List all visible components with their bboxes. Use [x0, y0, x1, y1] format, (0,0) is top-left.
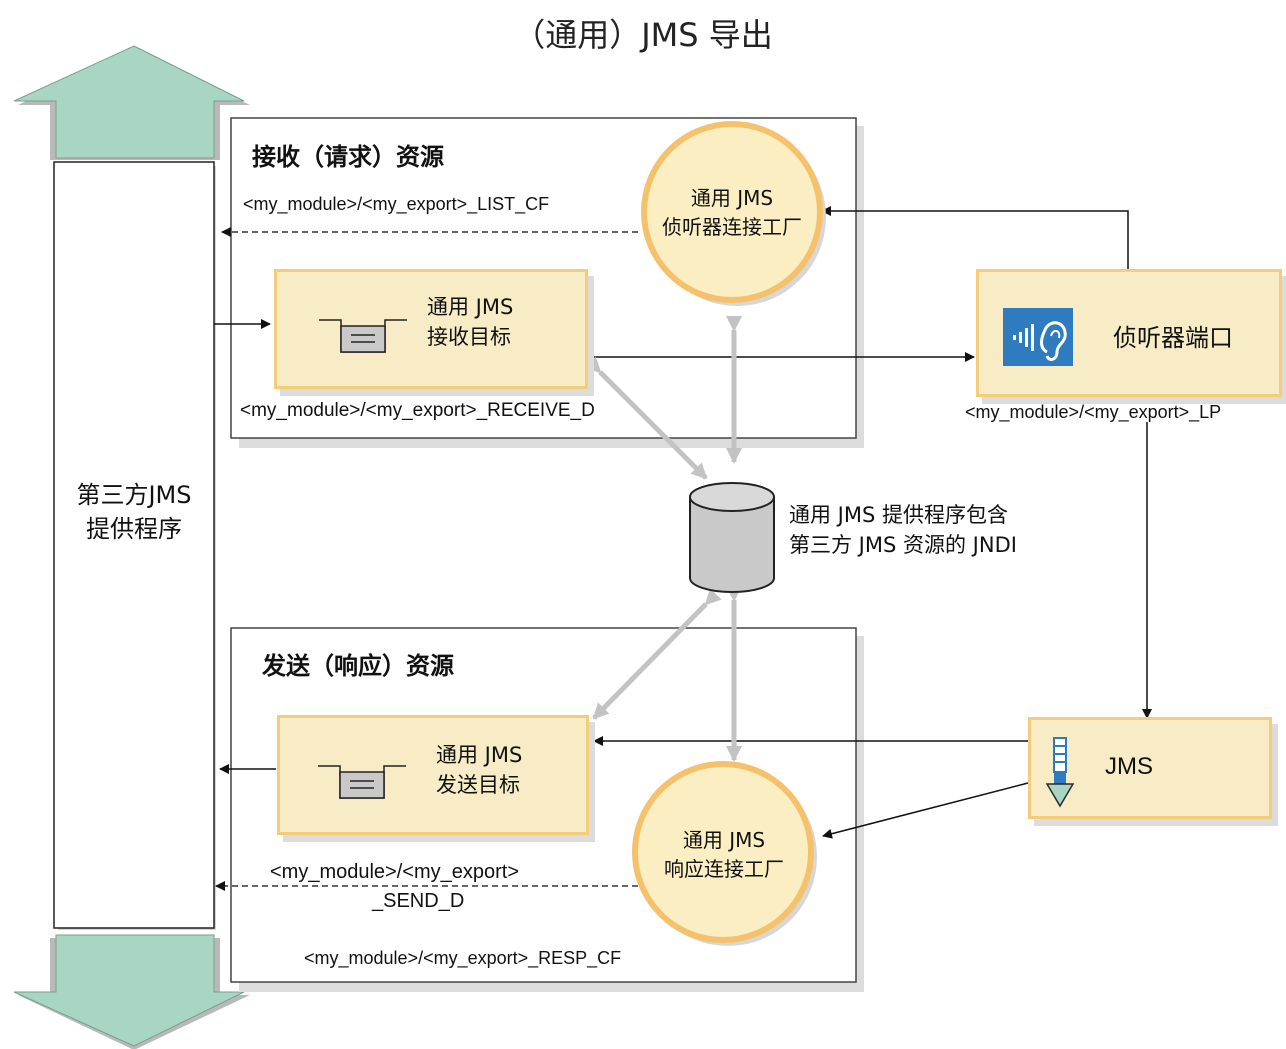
resp-cf-line1: 通用 JMS: [682, 828, 766, 852]
jms-label: JMS: [1105, 753, 1153, 780]
provider-label-line1: 第三方JMS: [76, 481, 192, 509]
diagram-title: （通用）JMS 导出: [513, 16, 773, 54]
jndi-database-icon: [689, 482, 775, 593]
resp-cf-circle: [632, 761, 814, 943]
listener-cf-text: 通用 JMS 侦听器连接工厂: [644, 184, 820, 242]
receive-dest-line1: 通用 JMS: [427, 295, 514, 319]
resp-cf-text: 通用 JMS 响应连接工厂: [636, 826, 812, 884]
send-d-label-line1: <my_module>/<my_export>: [270, 861, 520, 883]
send-dest-line1: 通用 JMS: [436, 743, 523, 767]
send-destination-box: 通用 JMS 发送目标: [277, 715, 589, 835]
receive-d-label: <my_module>/<my_export>_RECEIVE_D: [240, 400, 595, 421]
lp-jndi-label: <my_module>/<my_export>_LP: [965, 402, 1222, 422]
receive-dest-line2: 接收目标: [427, 325, 511, 349]
jndi-label: 通用 JMS 提供程序包含 第三方 JMS 资源的 JNDI: [789, 500, 1017, 560]
listener-cf-circle: [641, 121, 823, 303]
jndi-connectors: [584, 316, 742, 762]
listener-port-box: 侦听器端口: [976, 269, 1282, 397]
list-cf-label: <my_module>/<my_export>_LIST_CF: [243, 194, 550, 214]
listener-cf-line1: 通用 JMS: [690, 186, 774, 210]
listener-ear-icon: [1003, 308, 1073, 366]
send-panel-title: 发送（响应）资源: [262, 652, 454, 680]
receive-panel-title: 接收（请求）资源: [252, 143, 444, 171]
jms-download-icon: [1045, 737, 1075, 808]
send-dest-line2: 发送目标: [436, 773, 520, 797]
provider-label: 第三方JMS 提供程序: [54, 478, 214, 546]
listener-port-label: 侦听器端口: [1113, 324, 1233, 352]
listener-cf-line2: 侦听器连接工厂: [662, 215, 802, 239]
lp-to-listener-cf-arrow: [821, 206, 1129, 270]
provider-shaft: [53, 161, 215, 929]
jms-to-resp-cf-arrow: [822, 782, 1029, 839]
jndi-label-line1: 通用 JMS 提供程序包含: [789, 503, 1008, 527]
receive-destination-box: 通用 JMS 接收目标: [274, 269, 588, 389]
send-destination-label: 通用 JMS 发送目标: [436, 740, 522, 800]
provider-label-line2: 提供程序: [86, 515, 182, 543]
queue-icon: [319, 319, 407, 353]
jms-box: JMS: [1028, 717, 1272, 819]
jndi-label-line2: 第三方 JMS 资源的 JNDI: [789, 533, 1017, 557]
resp-cf-line2: 响应连接工厂: [664, 857, 784, 881]
send-d-label-line2: _SEND_D: [372, 890, 465, 912]
queue-icon: [318, 765, 406, 799]
provider-double-arrow: [13, 45, 250, 1049]
receive-destination-label: 通用 JMS 接收目标: [427, 292, 513, 352]
resp-cf-label: <my_module>/<my_export>_RESP_CF: [304, 948, 622, 968]
